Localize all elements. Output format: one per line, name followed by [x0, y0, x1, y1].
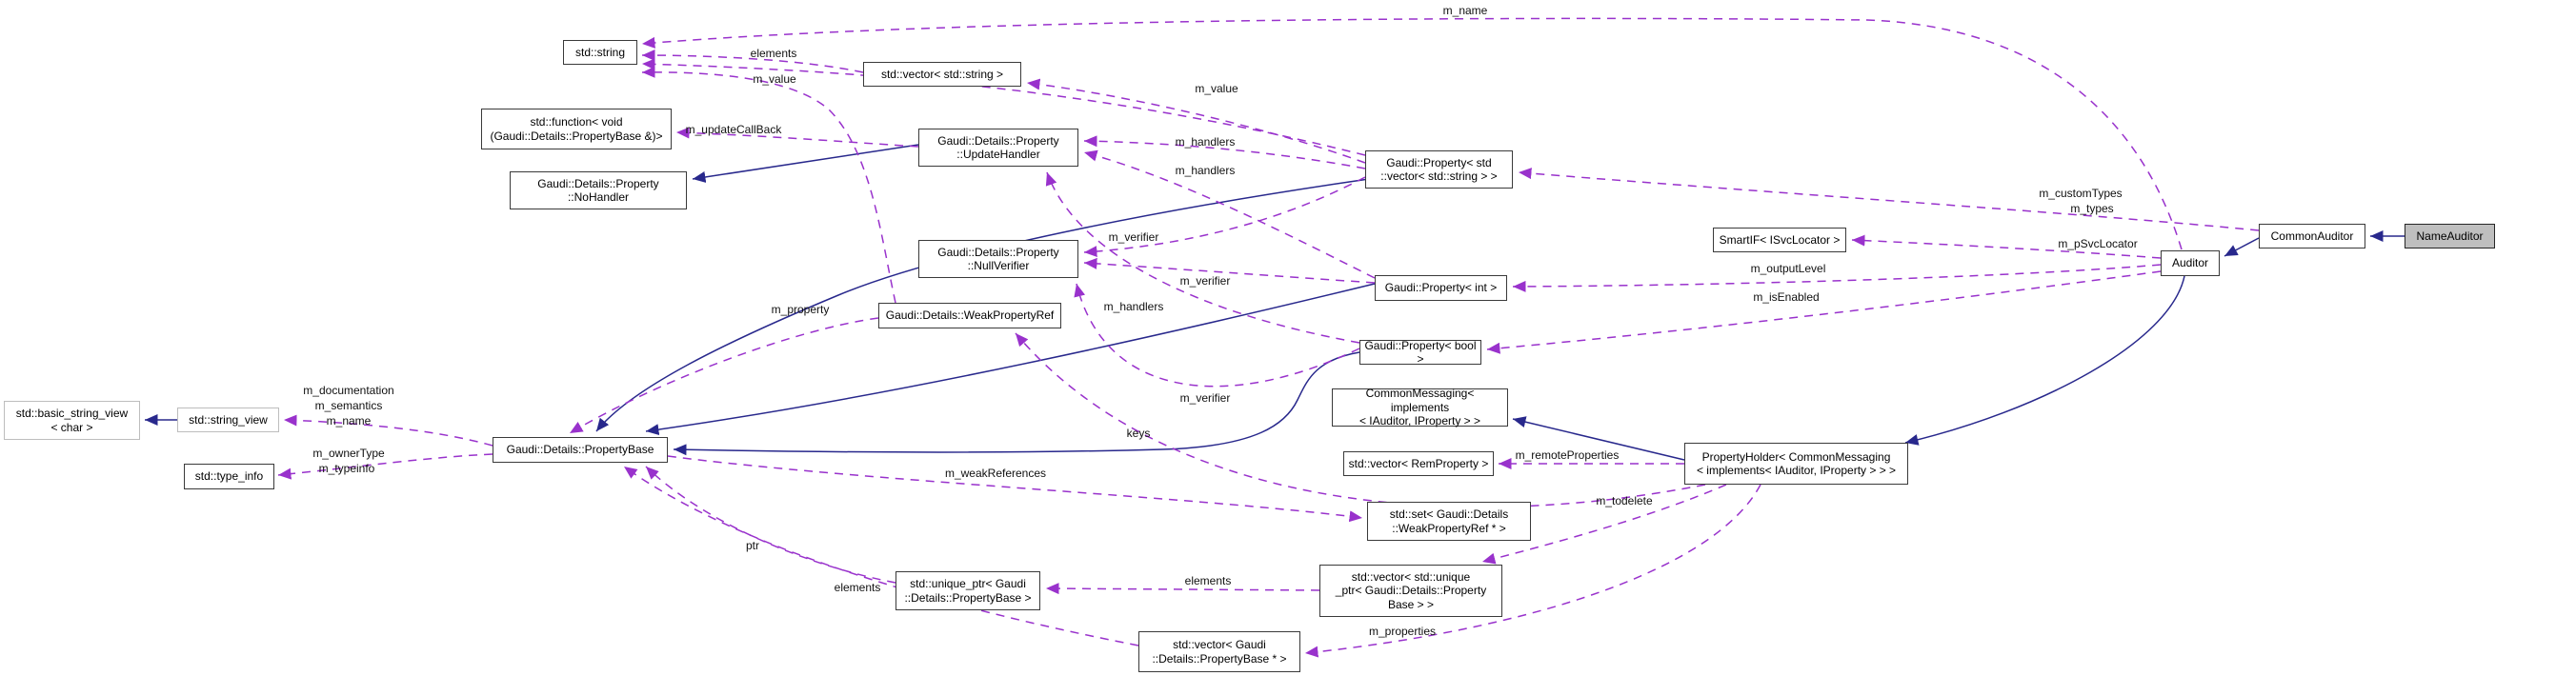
node-null-verifier[interactable]: Gaudi::Details::Property ::NullVerifier — [918, 240, 1078, 278]
node-property-base[interactable]: Gaudi::Details::PropertyBase — [493, 437, 668, 463]
edge-inherit-propint-propertybase — [645, 283, 1376, 436]
edge-weakpropertyref-string — [641, 66, 896, 304]
edge-label-m-updatecallback: m_updateCallBack — [685, 123, 782, 136]
edge-label-m-name: m_name — [1442, 4, 1488, 17]
node-update-handler[interactable]: Gaudi::Details::Property ::UpdateHandler — [918, 129, 1078, 167]
edge-label-elements-2: elements — [1184, 574, 1232, 587]
edge-label-elements: elements — [750, 47, 797, 60]
edge-label-m-verifier-2: m_verifier — [1179, 274, 1231, 288]
edge-label-m-verifier-3: m_verifier — [1179, 391, 1231, 405]
edge-elements-vectorstring-string — [641, 50, 864, 73]
edge-label-m-verifier-1: m_verifier — [1108, 230, 1159, 244]
edge-inherit-updatehandler-nohandler — [692, 144, 919, 183]
edge-m-handlers-propint — [1083, 149, 1376, 279]
node-property-vector[interactable]: Gaudi::Property< std ::vector< std::stri… — [1365, 150, 1513, 189]
edge-m-verifier-propint — [1083, 257, 1376, 284]
edge-label-m-semantics: m_semantics — [314, 399, 383, 412]
edge-m-handlers-propbool — [1045, 171, 1360, 344]
edge-m-verifier-propbool — [1074, 283, 1360, 388]
edge-label-m-typeinfo: m_typeinfo — [318, 462, 375, 475]
edge-inherit-propvector-propertybase — [595, 178, 1370, 432]
node-property-bool[interactable]: Gaudi::Property< bool > — [1359, 339, 1481, 366]
edge-m-property — [569, 317, 879, 434]
edge-label-m-outputlevel: m_outputLevel — [1750, 262, 1826, 275]
edge-label-m-value-2: m_value — [1195, 82, 1238, 95]
node-smartif[interactable]: SmartIF< ISvcLocator > — [1713, 228, 1846, 252]
edge-label-elements-3: elements — [834, 581, 881, 594]
edge-m-verifier-propvector — [1083, 176, 1366, 258]
edge-label-m-types: m_types — [2070, 202, 2114, 215]
node-common-messaging[interactable]: CommonMessaging< implements < IAuditor, … — [1332, 387, 1508, 427]
node-weak-property-ref[interactable]: Gaudi::Details::WeakPropertyRef — [878, 303, 1061, 328]
edge-label-m-customtypes: m_customTypes — [2039, 187, 2123, 200]
edge-m-updatecallback — [675, 127, 919, 148]
edge-m-value-propvector-string — [641, 58, 1366, 156]
node-std-set-weakref[interactable]: std::set< Gaudi::Details ::WeakPropertyR… — [1367, 502, 1531, 541]
edge-label-m-handlers-1: m_handlers — [1175, 135, 1236, 149]
edge-m-ownertype-typeinfo — [277, 453, 493, 480]
edge-elements-vectorpb-propertybase — [623, 466, 1139, 646]
edge-label-m-todelete: m_todelete — [1596, 494, 1653, 507]
node-std-string[interactable]: std::string — [563, 40, 637, 65]
edge-inherit-propbool-propertybase — [673, 351, 1360, 456]
node-type-info[interactable]: std::type_info — [184, 464, 274, 489]
edge-m-psvclocator — [1851, 234, 2162, 259]
edge-keys — [1015, 332, 1706, 508]
edge-inherit-commonauditor-auditor — [2224, 237, 2260, 257]
edge-m-todelete — [1481, 484, 1727, 565]
node-vector-unique-ptr[interactable]: std::vector< std::unique _ptr< Gaudi::De… — [1319, 565, 1502, 617]
node-std-vector-string[interactable]: std::vector< std::string > — [863, 62, 1021, 87]
edge-label-keys: keys — [1126, 427, 1151, 440]
edge-elements-vectoruptr-uniqueptr — [1045, 583, 1320, 595]
node-std-function[interactable]: std::function< void (Gaudi::Details::Pro… — [481, 109, 672, 149]
edge-ptr — [645, 466, 896, 584]
edge-m-documentation-semantics-name — [283, 414, 493, 447]
edge-label-m-ownertype: m_ownerType — [312, 447, 385, 460]
edge-label-ptr: ptr — [745, 539, 760, 552]
edge-m-value-propvector-vectorstring — [1026, 78, 1366, 164]
node-common-auditor[interactable]: CommonAuditor — [2259, 224, 2365, 249]
node-no-handler[interactable]: Gaudi::Details::Property ::NoHandler — [510, 171, 687, 209]
edge-label-m-isenabled: m_isEnabled — [1753, 290, 1820, 304]
edge-inherit-auditor-propertyholder — [1904, 275, 2185, 446]
node-property-int[interactable]: Gaudi::Property< int > — [1375, 275, 1507, 301]
node-basic-string-view[interactable]: std::basic_string_view < char > — [4, 401, 140, 440]
node-vector-propbase[interactable]: std::vector< Gaudi ::Details::PropertyBa… — [1138, 631, 1300, 672]
edge-label-m-value: m_value — [753, 72, 796, 86]
node-vector-remproperty[interactable]: std::vector< RemProperty > — [1343, 451, 1494, 476]
edge-m-outputlevel — [1512, 264, 2162, 292]
edge-inherit-propertyholder-commonmessaging — [1512, 416, 1685, 461]
node-auditor[interactable]: Auditor — [2161, 250, 2220, 276]
node-unique-ptr[interactable]: std::unique_ptr< Gaudi ::Details::Proper… — [896, 571, 1040, 610]
edge-label-m-properties: m_properties — [1368, 625, 1437, 638]
edge-m-properties — [1304, 484, 1761, 658]
node-property-holder[interactable]: PropertyHolder< CommonMessaging < implem… — [1684, 443, 1908, 485]
edge-label-m-name-2: m_name — [326, 414, 372, 427]
edge-label-m-handlers-2: m_handlers — [1175, 164, 1236, 177]
edge-m-handlers-propvector — [1083, 135, 1366, 169]
edge-label-m-property: m_property — [771, 303, 830, 316]
node-name-auditor[interactable]: NameAuditor — [2405, 224, 2495, 249]
node-string-view[interactable]: std::string_view — [177, 408, 279, 432]
edge-m-isenabled — [1486, 270, 2162, 354]
edge-label-m-weakreferences: m_weakReferences — [944, 467, 1047, 480]
edge-m-customtypes-types — [1518, 168, 2260, 231]
edge-label-m-remoteproperties: m_remoteProperties — [1515, 448, 1620, 462]
edge-m-weakreferences — [667, 455, 1363, 523]
edge-label-m-psvclocator: m_pSvcLocator — [2058, 237, 2138, 250]
edge-label-m-handlers-3: m_handlers — [1103, 300, 1164, 313]
edge-m-name-auditor-string — [641, 17, 2183, 250]
edge-label-m-documentation: m_documentation — [303, 384, 394, 397]
